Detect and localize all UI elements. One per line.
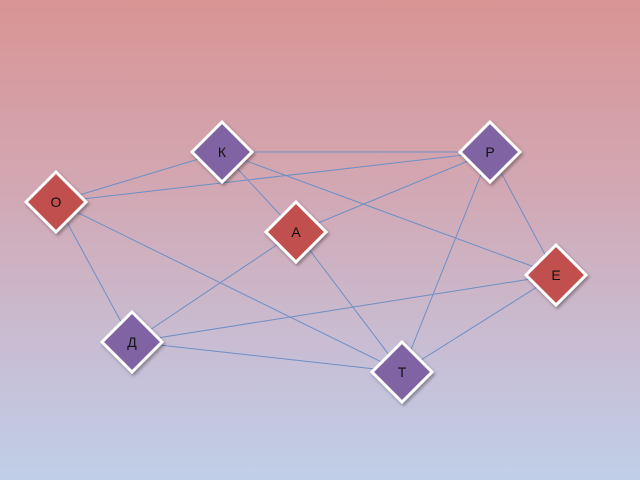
edge-o-d [55,201,133,343]
node-label: Е [551,267,560,283]
node-diamond [263,199,329,265]
node-o: О [23,169,89,235]
node-label: К [218,144,227,160]
nodes-layer: К Р О А Е Д Т [23,119,589,405]
node-diamond [189,119,255,185]
node-diamond [457,119,523,185]
node-diamond [23,169,89,235]
edge-p-t [401,151,491,373]
node-label: А [291,224,301,240]
edge-a-d [131,231,297,343]
node-diamond [369,339,435,405]
node-diamond [99,309,165,375]
edge-d-t [131,341,403,373]
node-label: Д [127,334,137,350]
node-label: Т [398,364,407,380]
edge-o-t [55,201,403,373]
edge-k-o [55,151,223,203]
node-p: Р [457,119,523,185]
node-e: Е [523,242,589,308]
node-diamond [523,242,589,308]
node-d: Д [99,309,165,375]
edges-layer [55,151,557,373]
node-a: А [263,199,329,265]
edge-e-d [131,274,557,343]
edge-k-e [221,151,557,276]
edge-p-a [295,151,491,233]
node-label: Р [485,144,494,160]
edge-e-t [401,274,557,373]
node-t: Т [369,339,435,405]
node-k: К [189,119,255,185]
node-label: О [51,194,62,210]
edge-p-o [55,151,491,203]
edge-a-t [295,231,403,373]
